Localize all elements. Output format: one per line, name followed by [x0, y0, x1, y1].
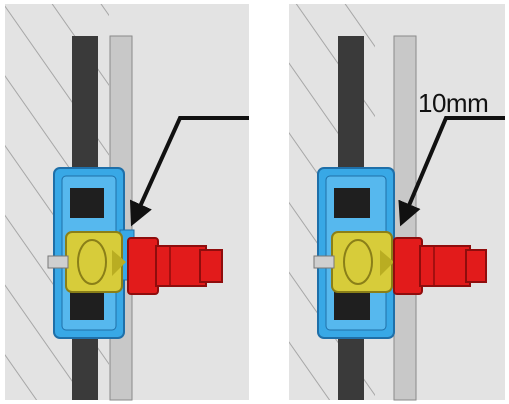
- panel-divider: [249, 4, 289, 400]
- left-valve-body: [47, 231, 126, 293]
- right-valve-body: [313, 231, 394, 293]
- dimension-label-10mm: 10mm: [418, 88, 489, 118]
- left-panel: [5, 4, 250, 401]
- right-panel: [289, 4, 505, 401]
- left-red-handle: [127, 237, 223, 295]
- right-indicator-arrow: [398, 116, 505, 227]
- right-red-handle: [393, 237, 487, 295]
- left-indicator-arrow: [129, 116, 250, 227]
